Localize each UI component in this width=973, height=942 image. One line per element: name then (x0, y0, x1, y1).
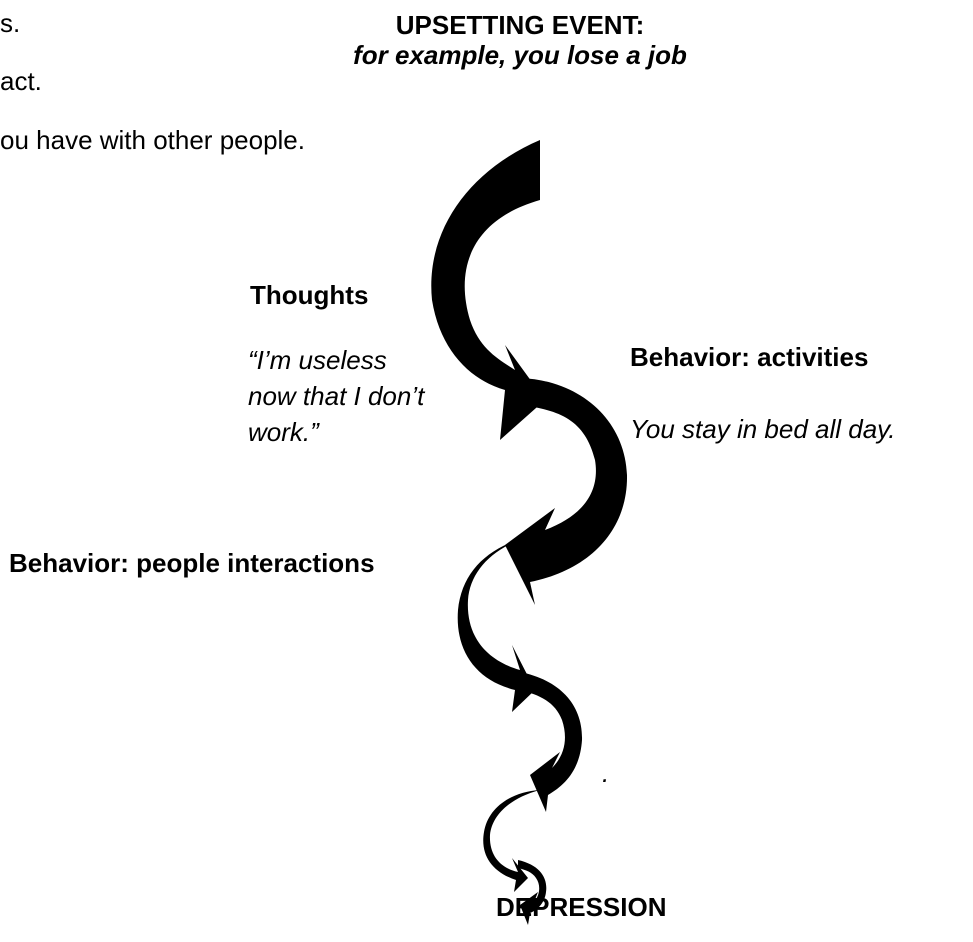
stray-dot: . (602, 758, 610, 788)
spiral-band-1 (431, 140, 545, 440)
behavior-activities-title: Behavior: activities (630, 342, 869, 372)
body-text-line-3: ou have with other people. (0, 125, 305, 155)
event-title: UPSETTING EVENT: (395, 10, 645, 40)
event-example: for example, you lose a job (353, 40, 687, 70)
behavior-activities-text: You stay in bed all day. (630, 414, 896, 444)
body-text-line-1: s. (0, 8, 21, 38)
behavior-people-title: Behavior: people interactions (9, 548, 375, 578)
body-text-line-2: act. (0, 66, 42, 96)
thoughts-quote: “I’m useless now that I don’t work.” (248, 345, 425, 447)
spiral-band-3 (457, 535, 535, 712)
spiral-band-2 (505, 378, 628, 605)
spiral-band-5 (483, 790, 540, 892)
thoughts-title: Thoughts (250, 280, 369, 310)
spiral-band-6 (518, 860, 547, 925)
spiral-band-4 (520, 672, 583, 812)
depression-title: DEPRESSION (496, 892, 667, 922)
